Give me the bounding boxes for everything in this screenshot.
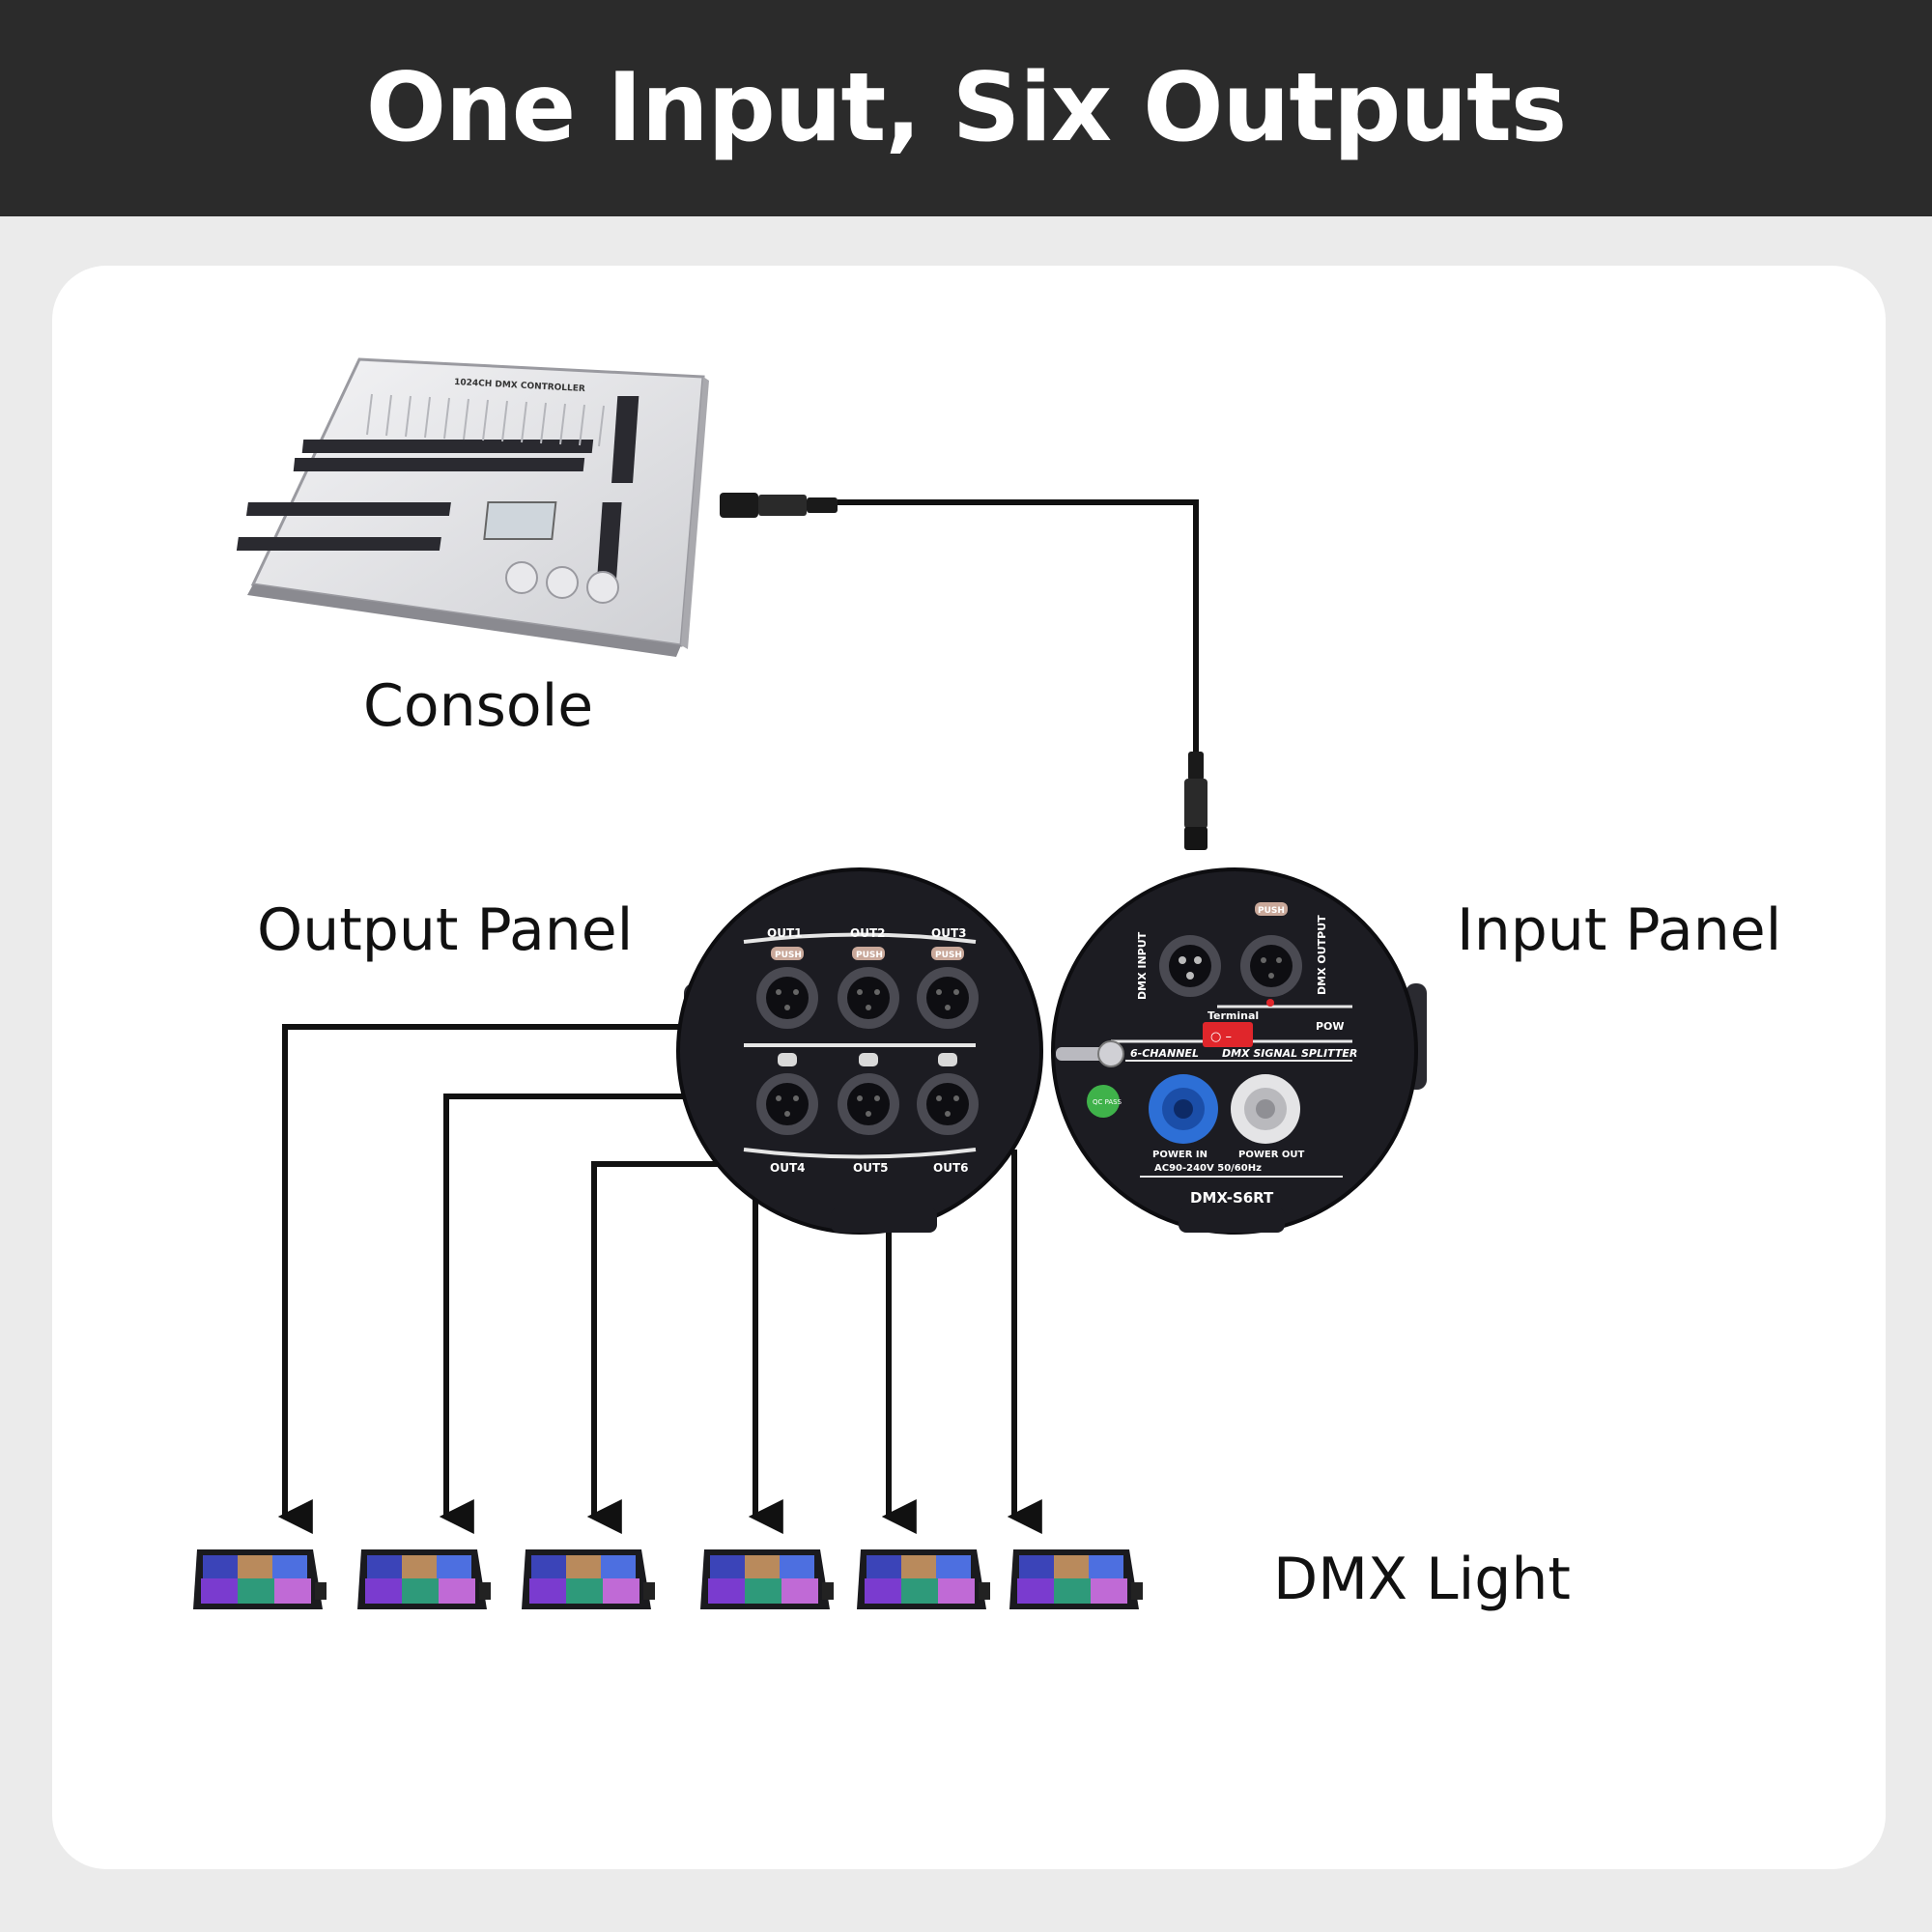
- dmx-output-label: DMX OUTPUT: [1316, 915, 1328, 995]
- xlr-port-out1: [756, 947, 818, 1029]
- xlr-port-out4: [756, 1053, 818, 1135]
- dmx-light-4: [700, 1549, 834, 1609]
- dmx-light-3: [522, 1549, 655, 1609]
- ground-screw-icon: [1056, 1040, 1124, 1067]
- xlr-port-out2: [838, 947, 899, 1029]
- xlr-port-out3: [917, 947, 979, 1029]
- dmx-lights: [193, 1549, 1143, 1609]
- port-label-out5: OUT5: [853, 1161, 888, 1175]
- qc-pass-label: QC PASS: [1093, 1098, 1122, 1106]
- power-out-connector: [1231, 1074, 1300, 1144]
- connection-line-2: [439, 1094, 701, 1534]
- connection-line-1: [277, 1024, 701, 1534]
- input-cable: [720, 493, 1208, 850]
- power-in-connector: [1149, 1074, 1218, 1144]
- terminal-switch[interactable]: [1203, 1022, 1253, 1047]
- port-label-out3: OUT3: [931, 926, 966, 940]
- port-label-out4: OUT4: [770, 1161, 805, 1175]
- port-label-out1: OUT1: [767, 926, 802, 940]
- dmx-light-6: [1009, 1549, 1143, 1609]
- power-led-icon: [1266, 999, 1274, 1007]
- dmx-light-1: [193, 1549, 327, 1609]
- splitter-label: DMX SIGNAL SPLITTER: [1222, 1047, 1357, 1060]
- input-panel-device: DMX INPUT PUSH DMX OUTPUT Terminal POW ○…: [1051, 867, 1427, 1235]
- qc-pass-sticker: [1087, 1085, 1120, 1118]
- output-panel-device: OUT1 OUT2 OUT3 OUT4 OUT5 OUT6: [676, 867, 1043, 1235]
- dmx-input-label: DMX INPUT: [1136, 931, 1149, 1000]
- pow-label: POW: [1316, 1020, 1345, 1033]
- push-label-out1: PUSH: [775, 951, 802, 960]
- model-label: DMX-S6RT: [1190, 1189, 1274, 1207]
- switch-on-off-icon: ○ –: [1210, 1030, 1232, 1044]
- push-label-out3: PUSH: [935, 951, 962, 960]
- input-panel-label: Input Panel: [1457, 896, 1782, 964]
- output-panel-label: Output Panel: [257, 896, 634, 964]
- dmx-output-connector: [1240, 902, 1302, 997]
- xlr-port-out5: [838, 1053, 899, 1135]
- port-label-out6: OUT6: [933, 1161, 968, 1175]
- xlr-port-out6: [917, 1053, 979, 1135]
- header-bar: One Input, Six Outputs: [0, 0, 1932, 216]
- console-image: 1024CH DMX CONTROLLER: [236, 357, 709, 657]
- channel-label: 6-CHANNEL: [1130, 1047, 1199, 1060]
- power-in-label: POWER IN: [1152, 1150, 1208, 1160]
- push-label-out2: PUSH: [856, 951, 883, 960]
- output-connections: [277, 1024, 1042, 1534]
- port-label-out2: OUT2: [850, 926, 885, 940]
- dmx-input-connector: [1159, 935, 1221, 997]
- page-title: One Input, Six Outputs: [365, 53, 1568, 163]
- input-push-label: PUSH: [1258, 906, 1285, 916]
- power-out-label: POWER OUT: [1238, 1150, 1304, 1160]
- dmx-light-5: [857, 1549, 990, 1609]
- connection-line-3: [586, 1161, 753, 1534]
- voltage-label: AC90-240V 50/60Hz: [1154, 1163, 1262, 1174]
- terminal-label: Terminal: [1208, 1009, 1259, 1022]
- console-label: Console: [363, 672, 594, 740]
- dmx-light-2: [357, 1549, 491, 1609]
- dmx-light-label: DMX Light: [1273, 1546, 1571, 1613]
